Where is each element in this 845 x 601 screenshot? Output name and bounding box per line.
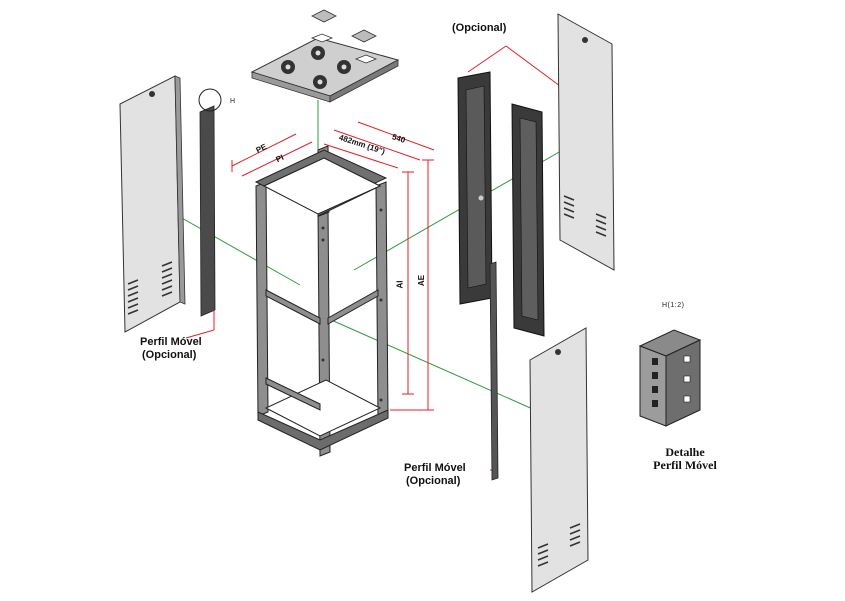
movable-profile-center (489, 261, 499, 481)
detail-scale-label: H(1:2) (662, 302, 685, 309)
dimension-ai: AI (395, 280, 405, 289)
optional-label-top: (Opcional) (452, 22, 507, 34)
callout-h-label: H (230, 98, 236, 105)
detail-profile-illustration (638, 329, 702, 427)
right-side-panel-lower (529, 327, 589, 593)
detail-title-line2: Perfil Móvel (653, 458, 717, 472)
blanking-plate (311, 9, 377, 43)
dimension-ae: AE (417, 274, 427, 287)
left-side-panel (119, 75, 186, 333)
right-side-panel-upper (557, 13, 615, 271)
perfil-label-center-line1: Perfil Móvel (404, 462, 466, 474)
movable-profile-left (185, 88, 222, 339)
rack-frame (254, 145, 389, 457)
perfil-label-left-line2: (Opcional) (142, 349, 197, 361)
perfil-label-left-line1: Perfil Móvel (140, 336, 202, 348)
dimension-lines (231, 45, 561, 471)
detail-title-line1: Detalhe (665, 445, 705, 459)
rear-door (511, 103, 545, 337)
front-door (457, 71, 493, 305)
top-cover-panel (250, 33, 400, 103)
perfil-label-center-line2: (Opcional) (406, 475, 461, 487)
